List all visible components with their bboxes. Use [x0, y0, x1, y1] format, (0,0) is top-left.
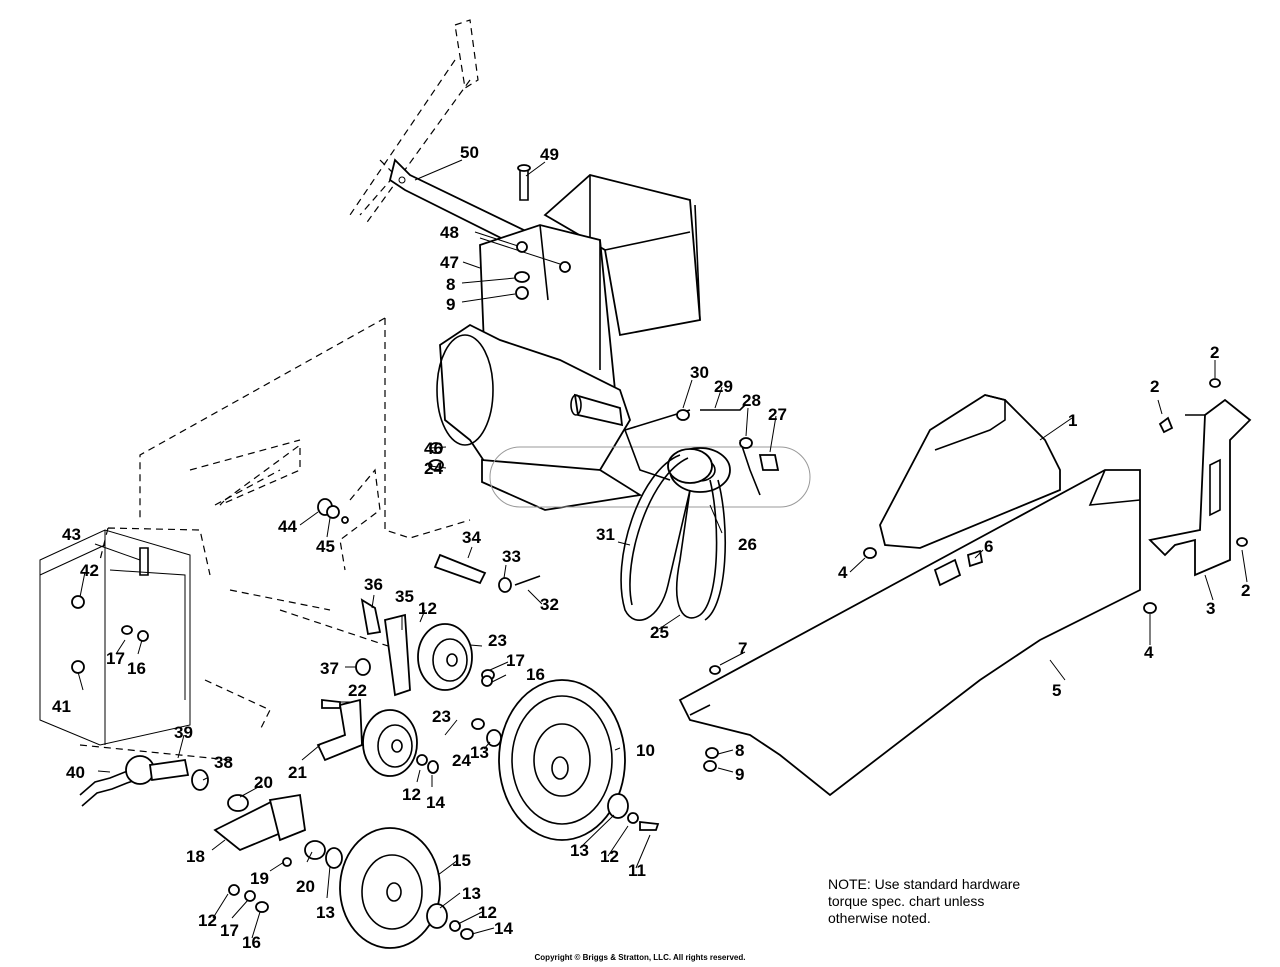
callout-10: 10 — [636, 741, 655, 760]
idler-arms — [213, 613, 411, 852]
callout-20-lower: 20 — [296, 877, 315, 896]
callout-36: 36 — [364, 575, 383, 594]
callout-37: 37 — [320, 659, 339, 678]
leader-lines — [77, 159, 1248, 939]
frame-outline — [79, 317, 471, 761]
idler-pulley-lower — [362, 709, 418, 777]
callout-13: 13 — [470, 743, 489, 762]
callout-13-lower: 13 — [316, 903, 335, 922]
callout-12-right: 12 — [600, 847, 619, 866]
callout-33: 33 — [502, 547, 521, 566]
side-bracket — [39, 529, 191, 746]
callout-14-bottom: 14 — [494, 919, 513, 938]
driven-pulley — [339, 827, 441, 949]
callout-23-lower: 23 — [432, 707, 451, 726]
callout-16: 16 — [526, 665, 545, 684]
note-line-2: torque spec. chart unless — [828, 893, 985, 909]
callout-42: 42 — [80, 561, 99, 580]
callout-9-right: 9 — [735, 765, 744, 784]
guard-hardware — [703, 378, 1248, 772]
sprocket-chain — [79, 755, 209, 807]
callout-8-right: 8 — [735, 741, 744, 760]
callout-34: 34 — [462, 528, 481, 547]
callout-35: 35 — [395, 587, 414, 606]
callout-9: 9 — [446, 295, 455, 314]
belt-guide — [624, 404, 780, 496]
callout-21: 21 — [288, 763, 307, 782]
callout-40: 40 — [66, 763, 85, 782]
callout-13-right: 13 — [570, 841, 589, 860]
callout-14: 14 — [426, 793, 445, 812]
callout-7: 7 — [738, 639, 747, 658]
end-bracket — [1148, 398, 1252, 577]
idler-pulley-upper — [417, 623, 473, 691]
callout-22: 22 — [348, 681, 367, 700]
hardware — [227, 442, 660, 940]
callout-4-right: 4 — [1144, 643, 1154, 662]
callout-4-left: 4 — [838, 563, 848, 582]
torque-note: NOTE: Use standard hardware torque spec.… — [828, 876, 1020, 927]
callout-2-top: 2 — [1210, 343, 1219, 362]
engine — [436, 164, 811, 511]
callout-20: 20 — [254, 773, 273, 792]
callout-25: 25 — [650, 623, 669, 642]
callout-17: 17 — [506, 651, 525, 670]
callout-6: 6 — [984, 537, 993, 556]
callout-16-left: 16 — [127, 659, 146, 678]
callout-32: 32 — [540, 595, 559, 614]
callout-26: 26 — [738, 535, 757, 554]
drive-pulley — [498, 679, 626, 841]
callout-1: 1 — [1068, 411, 1077, 430]
callout-39: 39 — [174, 723, 193, 742]
callout-3: 3 — [1206, 599, 1215, 618]
callout-48: 48 — [440, 223, 459, 242]
callout-16-bottom: 16 — [242, 933, 261, 952]
callout-8: 8 — [446, 275, 455, 294]
callout-27: 27 — [768, 405, 787, 424]
callout-15: 15 — [452, 851, 471, 870]
callout-41: 41 — [52, 697, 71, 716]
drive-belts — [620, 454, 727, 621]
callout-12-bottom-right: 12 — [478, 903, 497, 922]
callout-labels: 50 49 48 47 8 9 30 29 28 27 46 24 44 45 … — [52, 143, 1250, 952]
callout-19: 19 — [250, 869, 269, 888]
callout-44: 44 — [278, 517, 297, 536]
callout-2-right: 2 — [1241, 581, 1250, 600]
callout-18: 18 — [186, 847, 205, 866]
callout-12-mid: 12 — [402, 785, 421, 804]
callout-50: 50 — [460, 143, 479, 162]
callout-28: 28 — [742, 391, 761, 410]
callout-12-bottom: 12 — [198, 911, 217, 930]
callout-23: 23 — [488, 631, 507, 650]
callout-38: 38 — [214, 753, 233, 772]
callout-17-left: 17 — [106, 649, 125, 668]
callout-43: 43 — [62, 525, 81, 544]
callout-47: 47 — [440, 253, 459, 272]
callout-24-lower: 24 — [452, 751, 471, 770]
callout-30: 30 — [690, 363, 709, 382]
callout-13-bottom: 13 — [462, 884, 481, 903]
belt-guard — [879, 394, 1061, 549]
callout-46: 46 — [424, 439, 443, 458]
side-panel — [678, 469, 1141, 797]
handle-outline — [349, 19, 479, 226]
copyright-footer: Copyright © Briggs & Stratton, LLC. All … — [534, 953, 746, 962]
callout-49: 49 — [540, 145, 559, 164]
callout-11: 11 — [628, 861, 646, 880]
note-line-1: NOTE: Use standard hardware — [828, 876, 1021, 892]
callout-12: 12 — [418, 599, 437, 618]
callout-5: 5 — [1052, 681, 1061, 700]
note-line-3: otherwise noted. — [828, 910, 931, 926]
callout-29: 29 — [714, 377, 733, 396]
callout-2-left: 2 — [1150, 377, 1159, 396]
callout-31: 31 — [596, 525, 615, 544]
callout-24: 24 — [424, 459, 443, 478]
engine-pulley — [667, 447, 731, 493]
callout-45: 45 — [316, 537, 335, 556]
callout-17-bottom: 17 — [220, 921, 239, 940]
